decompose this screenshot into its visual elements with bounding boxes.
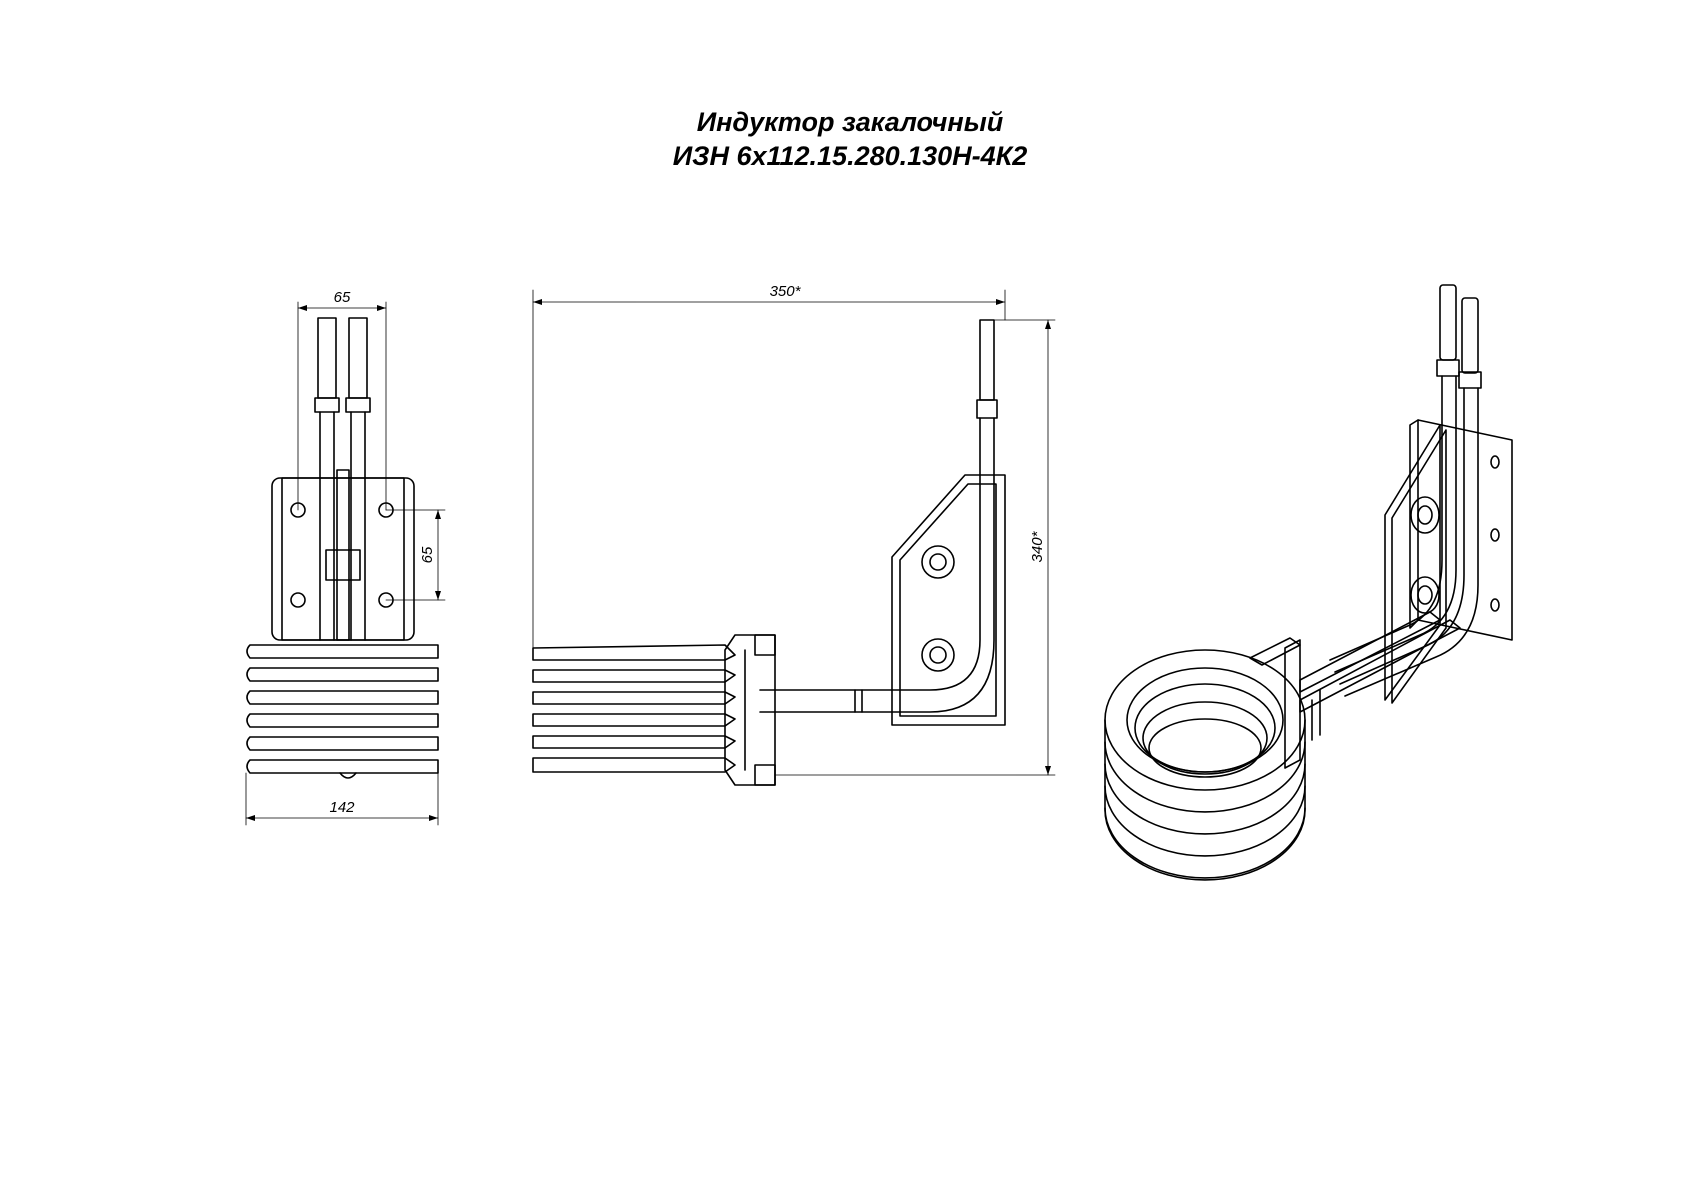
isometric-view bbox=[1104, 284, 1513, 881]
side-tube bbox=[979, 319, 995, 401]
dim-side-width: 350* bbox=[770, 283, 802, 300]
side-bracket-plate bbox=[891, 474, 1006, 726]
front-tube-right bbox=[348, 317, 368, 399]
iso-tube-right bbox=[1461, 297, 1479, 374]
drawing-title-line1: Индуктор закалочный bbox=[696, 107, 1004, 137]
dim-front-bottom: 142 bbox=[329, 799, 355, 816]
front-view: 65 65 142 bbox=[245, 289, 446, 826]
front-fitting-right bbox=[345, 397, 371, 413]
side-bolt bbox=[921, 638, 955, 672]
iso-mounting-plate bbox=[1417, 419, 1513, 641]
iso-coil-top-outer bbox=[1104, 649, 1306, 791]
side-view: 350* 340* bbox=[532, 283, 1056, 786]
front-bolt-hole bbox=[290, 592, 306, 608]
drawing-title-line2: ИЗН 6х112.15.280.130Н-4К2 bbox=[672, 141, 1028, 171]
front-fitting-left bbox=[314, 397, 340, 413]
front-tube-left bbox=[317, 317, 337, 399]
side-coil-turns bbox=[532, 644, 736, 773]
iso-tube-left bbox=[1439, 284, 1457, 361]
dim-front-side: 65 bbox=[419, 546, 436, 563]
iso-coil bbox=[1104, 649, 1306, 881]
front-mounting-plate bbox=[271, 477, 415, 641]
dim-side-height: 340* bbox=[1029, 530, 1046, 562]
side-fitting bbox=[976, 399, 998, 419]
front-coil-turns bbox=[246, 644, 439, 779]
dim-front-top: 65 bbox=[334, 289, 351, 306]
side-bolt bbox=[921, 545, 955, 579]
